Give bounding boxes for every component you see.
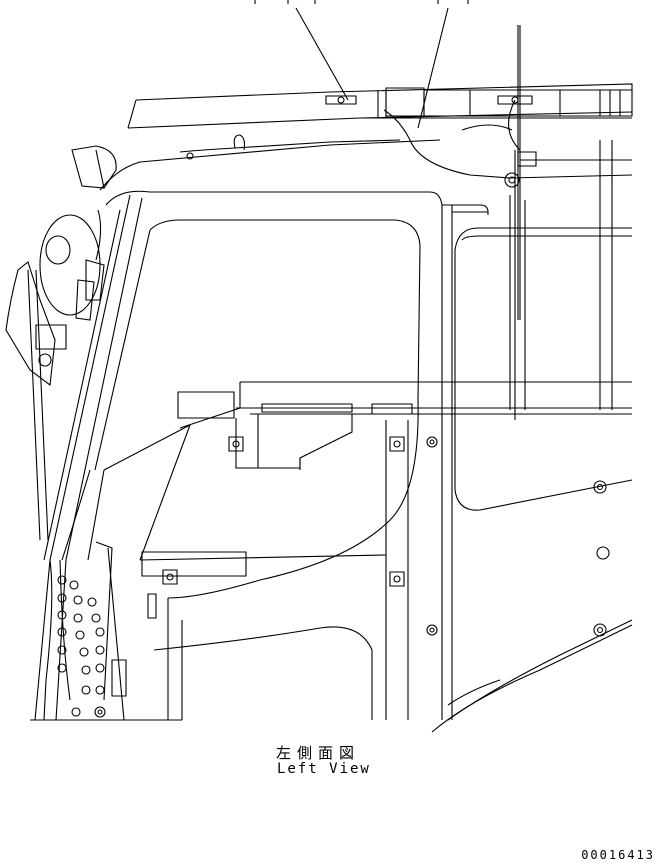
- antenna-rod: [515, 25, 520, 420]
- rails: [178, 382, 632, 428]
- side-window: [455, 228, 632, 510]
- bolts: [163, 437, 609, 636]
- roof-panel: [128, 84, 632, 128]
- top-wiring-harness: [180, 100, 632, 187]
- side-mirror: [6, 146, 116, 385]
- front-window: [95, 220, 420, 598]
- fastener-column: [58, 542, 156, 720]
- leader-lines: [255, 0, 468, 128]
- drawing-number: 00016413: [581, 848, 655, 862]
- view-caption-english: Left View: [277, 761, 371, 777]
- pillar-harness: [28, 210, 104, 720]
- cab-frame: [35, 140, 488, 720]
- posts: [386, 140, 612, 720]
- rear-lower-panel: [432, 620, 632, 732]
- center-panel: [88, 414, 386, 720]
- view-caption-japanese: 左側面図: [276, 744, 361, 762]
